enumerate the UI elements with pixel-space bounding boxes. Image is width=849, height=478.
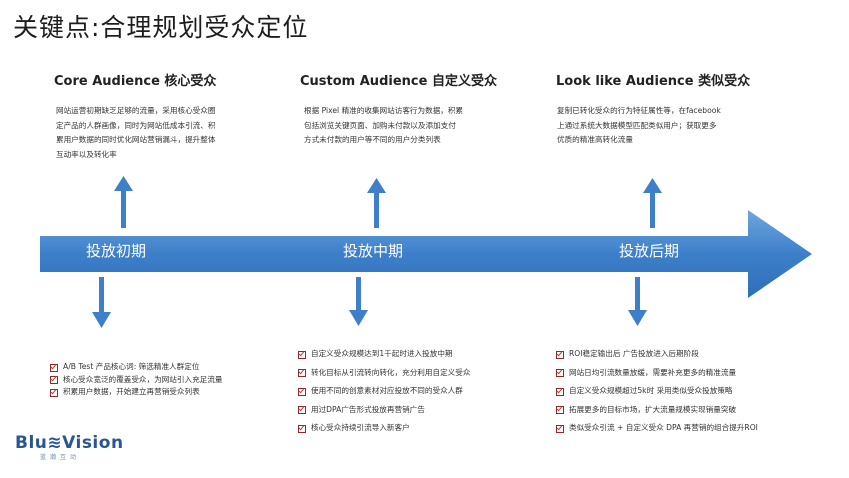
up-arrow: [643, 178, 662, 228]
list-item: 用过DPA广告形式投放再营销广告: [298, 401, 470, 420]
desc-lookalike-audience: 复制已转化受众的行为特征属性等，在facebook 上通过系统大数据模型匹配类似…: [557, 104, 721, 148]
stage-label-early: 投放初期: [86, 242, 147, 260]
desc-line: 复制已转化受众的行为特征属性等，在facebook: [557, 106, 721, 115]
checkbox-icon: [298, 350, 306, 359]
desc-line: 上通过系统大数据模型匹配类似用户；获取更多: [557, 120, 717, 130]
checkbox-icon: [50, 363, 58, 372]
heading-core-audience: Core Audience 核心受众: [54, 74, 217, 89]
checklist-early: A/B Test 产品核心词: 筛选精准人群定位 核心受众宽泛的覆盖受众，为网站…: [50, 361, 222, 399]
down-arrow: [628, 277, 647, 326]
list-item: 核心受众持续引流导入新客户: [298, 419, 470, 438]
logo-wordmark: Blu≋Vision: [15, 433, 124, 453]
desc-line: 累用户数据的同时优化网站营销漏斗，提升整体: [56, 135, 216, 144]
desc-custom-audience: 根据 Pixel 精准的收集网站访客行为数据，积累 包括浏览关键页面、加购未付款…: [304, 104, 463, 148]
checklist-late: ROI稳定输出后 广告投放进入后期阶段 网站日均引流数量放缓，需要补充更多的精准…: [556, 345, 758, 438]
list-item: 拓展更多的目标市场，扩大流量规模实现销量突破: [556, 401, 758, 420]
list-item: 积累用户数据，开始建立再营销受众列表: [50, 386, 222, 399]
down-arrow: [349, 277, 368, 326]
list-item: A/B Test 产品核心词: 筛选精准人群定位: [50, 361, 222, 374]
desc-line: 根据 Pixel 精准的收集网站访客行为数据，积累: [304, 106, 464, 115]
heading-custom-audience: Custom Audience 自定义受众: [300, 74, 497, 89]
brand-logo: Blu≋Vision 蓝瀚互动: [15, 434, 124, 461]
desc-line: 网站运营初期缺乏足够的流量，采用核心受众圈: [56, 106, 216, 115]
up-arrow: [114, 176, 133, 228]
checkbox-icon: [556, 350, 564, 359]
list-item: 核心受众宽泛的覆盖受众，为网站引入充足流量: [50, 374, 222, 387]
desc-line: 定产品的人群画像，同时为网站低成本引流、积: [56, 120, 216, 130]
heading-lookalike-audience: Look like Audience 类似受众: [556, 74, 751, 89]
down-arrow: [92, 277, 111, 328]
checkbox-icon: [298, 406, 306, 415]
desc-line: 包括浏览关键页面、加购未付款以及添加支付: [304, 120, 456, 130]
list-item: 使用不同的创意素材对应投放不同的受众人群: [298, 382, 470, 401]
checkbox-icon: [50, 388, 58, 397]
list-item: 自定义受众规模超过5k时 采用类似受众投放策略: [556, 382, 758, 401]
desc-line: 方式未付款的用户等不同的用户分类列表: [304, 135, 441, 144]
desc-core-audience: 网站运营初期缺乏足够的流量，采用核心受众圈 定产品的人群画像，同时为网站低成本引…: [56, 104, 215, 162]
logo-subtitle: 蓝瀚互动: [40, 454, 81, 461]
list-item: 类似受众引流 + 自定义受众 DPA 再营销的组合提升ROI: [556, 419, 758, 438]
checkbox-icon: [298, 387, 306, 396]
desc-line: 优质的精准高转化流量: [557, 135, 633, 144]
stage-label-late: 投放后期: [619, 242, 680, 260]
up-arrow: [367, 178, 386, 228]
checkbox-icon: [556, 424, 564, 433]
list-item: 自定义受众规模达到1千起时进入投放中期: [298, 345, 470, 364]
checkbox-icon: [556, 406, 564, 415]
checkbox-icon: [556, 369, 564, 378]
checkbox-icon: [556, 387, 564, 396]
checklist-mid: 自定义受众规模达到1千起时进入投放中期 转化目标从引流转向转化，充分利用自定义受…: [298, 345, 470, 438]
timeline-arrow: [40, 210, 812, 298]
stage-label-mid: 投放中期: [343, 242, 404, 260]
checkbox-icon: [50, 376, 58, 385]
checkbox-icon: [298, 424, 306, 433]
page-title: 关键点:合理规划受众定位: [13, 13, 309, 42]
desc-line: 互动率以及转化率: [56, 149, 117, 159]
list-item: 网站日均引流数量放缓，需要补充更多的精准流量: [556, 364, 758, 383]
checkbox-icon: [298, 369, 306, 378]
list-item: 转化目标从引流转向转化，充分利用自定义受众: [298, 364, 470, 383]
list-item: ROI稳定输出后 广告投放进入后期阶段: [556, 345, 758, 364]
